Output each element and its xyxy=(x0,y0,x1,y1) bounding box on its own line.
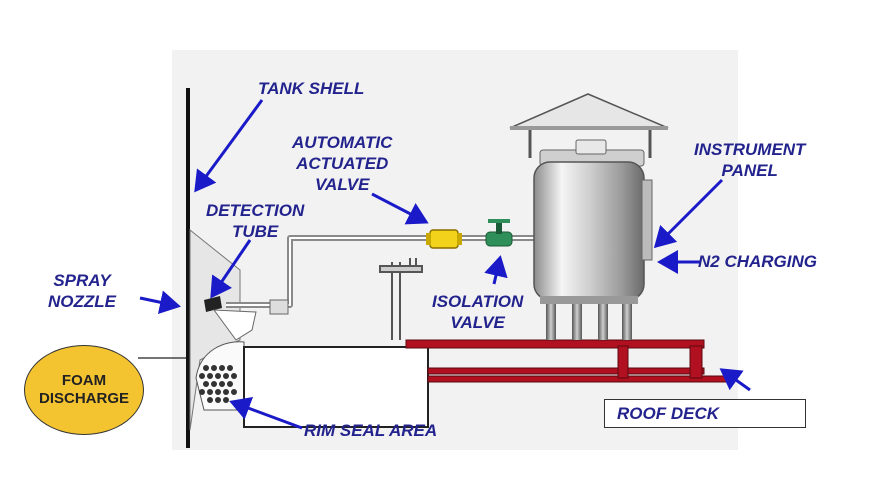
pipe-support-stand xyxy=(379,258,423,340)
automatic-valve-arrow xyxy=(371,192,429,225)
roof-deck-label-box: ROOF DECK xyxy=(604,399,806,428)
foam-spray-dots xyxy=(199,365,237,403)
automatic-actuated-valve-icon xyxy=(426,229,462,249)
foam-discharge-line2: DISCHARGE xyxy=(38,390,129,407)
label-rim-seal-area: RIM SEAL AREA xyxy=(304,421,438,440)
foam-discharge-line1: FOAM xyxy=(61,372,107,389)
spray-nozzle-arrow xyxy=(139,290,181,315)
spray-nozzle-icon xyxy=(204,296,222,312)
detection-tube-arrow xyxy=(210,239,252,299)
foam-discharge-badge: FOAM DISCHARGE xyxy=(24,345,144,435)
label-detection-tube: DETECTION TUBE xyxy=(206,201,305,241)
label-isolation-valve: ISOLATION VALVE xyxy=(432,292,524,332)
label-spray-nozzle: SPRAY NOZZLE xyxy=(48,271,116,311)
n2-tank xyxy=(509,93,669,340)
instrument-panel-arrow xyxy=(653,178,724,249)
tank-shell-arrow xyxy=(194,99,264,193)
tube-fitting xyxy=(269,299,289,315)
isolation-valve-icon xyxy=(485,219,513,247)
isolation-valve-arrow xyxy=(484,255,508,285)
roof-deck-arrow xyxy=(719,368,751,392)
rim-seal-arrow xyxy=(229,397,303,430)
label-instrument-panel: INSTRUMENT PANEL xyxy=(694,140,806,180)
label-automatic-actuated-valve: AUTOMATIC ACTUATED VALVE xyxy=(292,133,393,194)
roof-pontoon xyxy=(243,346,429,428)
label-roof-deck: ROOF DECK xyxy=(617,404,719,423)
label-tank-shell: TANK SHELL xyxy=(258,79,365,98)
label-n2-charging: N2 CHARGING xyxy=(698,252,818,271)
tank-shell-wall xyxy=(186,88,190,448)
